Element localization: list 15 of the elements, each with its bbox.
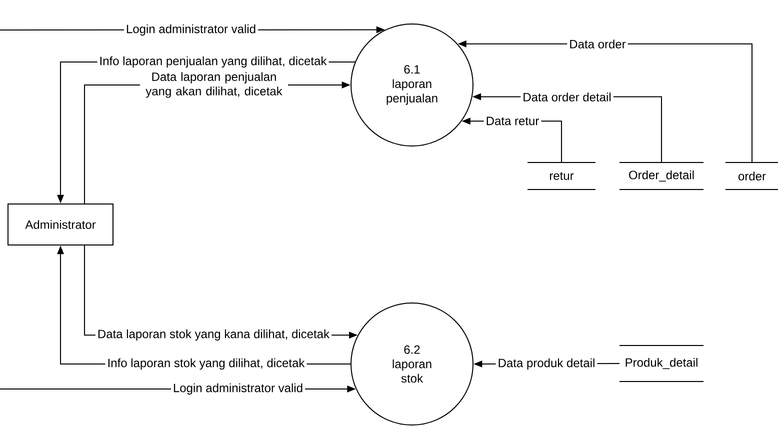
data-store: Order_detail bbox=[619, 162, 704, 190]
edge-label: Login administrator valid bbox=[124, 22, 258, 38]
data-store: Produk_detail bbox=[619, 345, 704, 382]
entity-box: Administrator bbox=[8, 204, 114, 246]
data-store: retur bbox=[527, 162, 596, 190]
edge-label: Data retur bbox=[484, 114, 542, 128]
edge-label: Data laporan stok yang kana dilihat, dicetak bbox=[95, 327, 332, 343]
edge-label: Info laporan stok yang dilihat, dicetak bbox=[105, 356, 307, 372]
data-store: order bbox=[725, 162, 778, 190]
edge-label: Data order detail bbox=[520, 90, 614, 104]
edge-label: Data order bbox=[567, 38, 628, 50]
edge-label: Data laporan penjualan yang akan dilihat, dicetak bbox=[140, 70, 288, 100]
edge-label: Data produk detail bbox=[496, 356, 598, 372]
edge-label: Info laporan penjualan yang dilihat, dicetak bbox=[97, 54, 329, 70]
edge-label: Login administrator valid bbox=[170, 381, 306, 397]
